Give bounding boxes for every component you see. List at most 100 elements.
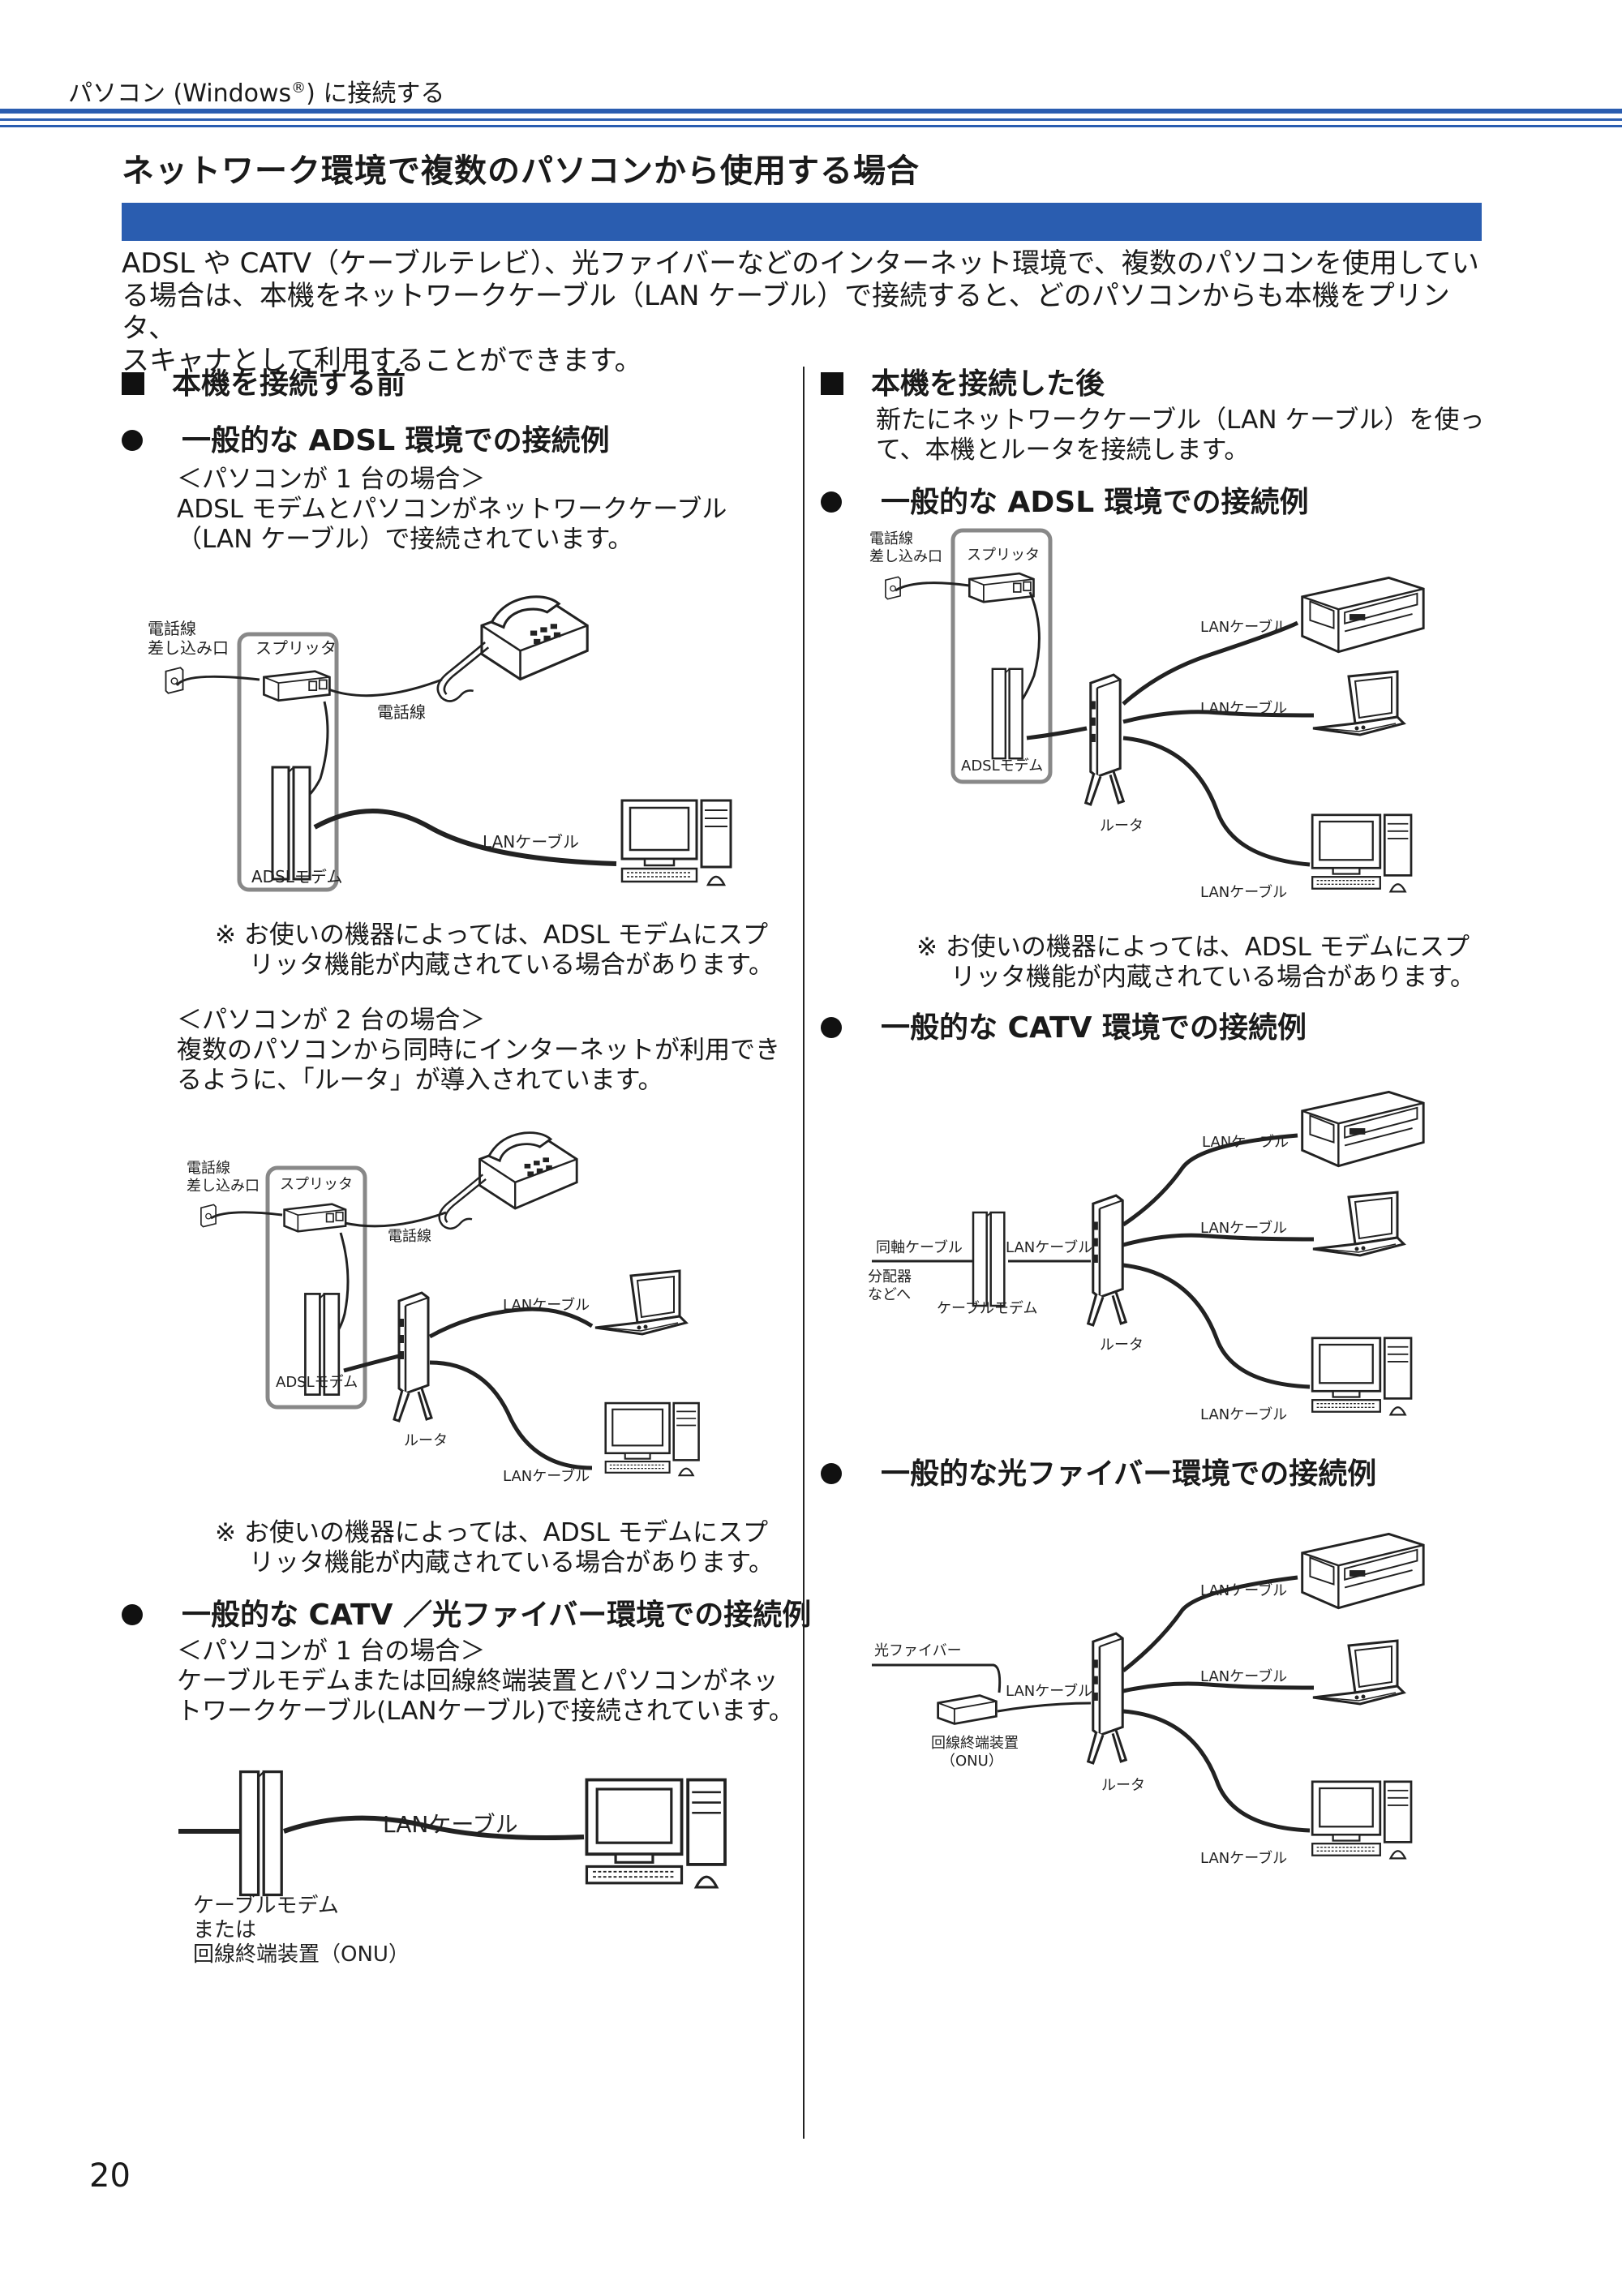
note-right: ※ お使いの機器によっては、ADSL モデムにスプ リッタ機能が内蔵されている場… [916,933,1475,993]
bullet-dot-icon [821,1017,842,1038]
title-bar [122,203,1482,241]
desktop-pc-icon [620,799,732,886]
header-label: パソコン (Windows®) に接続する [68,79,445,108]
case3-line: ケーブルモデムまたは回線終端装置とパソコンがネッ [177,1667,779,1696]
splitter-dest-label: などへ [868,1286,911,1303]
desktop-pc-icon [604,1401,700,1477]
phone-line-label: 電話線 [377,702,426,722]
device-label: または [193,1918,256,1942]
phone-jack-label: 電話線 [869,530,913,547]
lan-cable-label: LANケーブル [1006,1682,1092,1700]
cable-modem-label: ケーブルモデム [937,1299,1038,1317]
note-line: ※ お使いの機器によっては、ADSL モデムにスプ [215,921,768,950]
intro-line: る場合は、本機をネットワークケーブル（LAN ケーブル）で接続すると、どのパソコ… [122,280,1450,345]
diagram-catv-after: 同軸ケーブル 分配器 などへ ケーブルモデム LANケーブル ルータ LANケー… [868,1090,1425,1423]
splitter-group-box [950,528,1053,784]
left-adsl-heading: 一般的な ADSL 環境での接続例 [122,417,610,459]
splitter-icon [263,670,331,702]
router-icon [393,1291,433,1423]
lan-cable-label: LANケーブル [383,1811,518,1838]
splitter-group-box [237,632,339,892]
lan-cable-label: LANケーブル [503,1467,590,1485]
lan-cable-label: LANケーブル [1200,618,1287,636]
case1-line: （LAN ケーブル）で接続されています。 [177,525,633,554]
case2-paragraph: ＜パソコンが 2 台の場合＞ 複数のパソコンから同時にインターネットが利用でき … [177,1006,780,1096]
phone-jack-icon [165,667,184,694]
adsl-modem-icon [991,667,1023,760]
lan-cable-label: LANケーブル [1200,699,1287,717]
intro-line: スキャナとして利用することができます。 [122,345,642,377]
square-bullet-icon [122,372,144,395]
column-divider [803,367,805,2139]
right-description: 新たにネットワークケーブル（LAN ケーブル）を使っ て、本機とルータを接続しま… [876,406,1485,466]
intro-line: ADSL や CATV（ケーブルテレビ）、光ファイバーなどのインターネット環境で… [122,247,1479,280]
case1-line: ADSL モデムとパソコンがネットワークケーブル [177,495,727,524]
header-rule-1 [0,109,1622,114]
right-catv-heading: 一般的な CATV 環境での接続例 [821,1004,1307,1046]
cable-modem-icon [238,1770,283,1897]
desktop-pc-icon [585,1778,727,1889]
lan-cable-label: LANケーブル [1200,883,1287,901]
bullet-dot-icon [821,1463,842,1484]
desktop-pc-icon [1311,1780,1413,1860]
device-label: ケーブルモデム [193,1894,339,1918]
phone-line-label: 電話線 [388,1228,431,1245]
header-rule-3 [0,125,1622,127]
router-label: ルータ [1100,818,1144,835]
case3-line: トワークケーブル(LANケーブル)で接続されています。 [177,1697,794,1726]
splitter-icon [283,1203,347,1233]
laptop-icon [1311,670,1405,736]
page-number: 20 [89,2157,131,2195]
note-line: リッタ機能が内蔵されている場合があります。 [249,951,774,980]
case2-line: 複数のパソコンから同時にインターネットが利用でき [177,1036,780,1065]
bullet-dot-icon [122,1604,143,1625]
printer-icon [1301,1090,1425,1168]
printer-icon [1301,576,1425,654]
splitter-icon [968,572,1035,603]
desc-line: て、本機とルータを接続します。 [876,436,1250,465]
router-icon [1087,1632,1127,1765]
diagram-adsl-after: 電話線 差し込み口 スプリッタ ADSLモデム ルータ LANケーブル LANケ… [869,528,1425,901]
device-label: 回線終端装置（ONU） [193,1942,410,1967]
adsl-modem-icon [271,766,311,881]
onu-label: 回線終端装置 [931,1735,1019,1752]
case3-paragraph: ＜パソコンが 1 台の場合＞ ケーブルモデムまたは回線終端装置とパソコンがネッ … [177,1637,794,1727]
splitter-label: スプリッタ [967,547,1040,564]
phone-jack-label: 電話線 [187,1160,230,1177]
router-label: ルータ [1101,1777,1145,1794]
right-fiber-heading: 一般的な光ファイバー環境での接続例 [821,1450,1376,1492]
router-icon [1087,1194,1127,1327]
case1-paragraph: ＜パソコンが 1 台の場合＞ ADSL モデムとパソコンがネットワークケーブル … [177,465,727,555]
desktop-pc-icon [1311,813,1413,893]
bullet-dot-icon [122,430,143,451]
lan-cable-label: LANケーブル [503,1296,590,1314]
left-catv-heading: 一般的な CATV ／光ファイバー環境での接続例 [122,1591,811,1633]
router-label: ルータ [404,1432,448,1449]
router-icon [1084,673,1125,806]
fiber-label: 光ファイバー [874,1642,962,1659]
note-line: リッタ機能が内蔵されている場合があります。 [249,1548,774,1577]
square-bullet-icon [821,372,843,395]
telephone-icon [436,595,589,703]
splitter-label: スプリッタ [255,638,337,658]
case1-line: ＜パソコンが 1 台の場合＞ [177,465,486,494]
laptop-icon [594,1269,688,1336]
laptop-icon [1311,1191,1405,1257]
phone-jack-label: 差し込み口 [187,1178,260,1195]
phone-jack-label: 差し込み口 [869,548,942,565]
phone-jack-label: 差し込み口 [148,638,229,658]
lan-cable-label: LANケーブル [1200,1219,1287,1237]
lan-cable-label: LANケーブル [1006,1238,1092,1256]
diagram-adsl-1pc: 電話線 差し込み口 スプリッタ 電話線 LANケーブル ADSLモデム [148,595,732,892]
router-label: ルータ [1100,1337,1144,1354]
header-rule-2 [0,118,1622,121]
phone-jack-label: 電話線 [148,619,196,638]
diagram-catv-1pc: LANケーブル ケーブルモデム または 回線終端装置（ONU） [178,1770,727,1967]
coax-cable-label: 同軸ケーブル [876,1238,963,1256]
case2-line: るように、「ルータ」が導入されています。 [177,1066,663,1095]
splitter-label: スプリッタ [280,1176,353,1193]
lan-cable-label: LANケーブル [1200,1405,1287,1423]
splitter-dest-label: 分配器 [868,1268,912,1285]
laptop-icon [1311,1639,1405,1706]
onu-label: （ONU） [941,1753,1003,1770]
